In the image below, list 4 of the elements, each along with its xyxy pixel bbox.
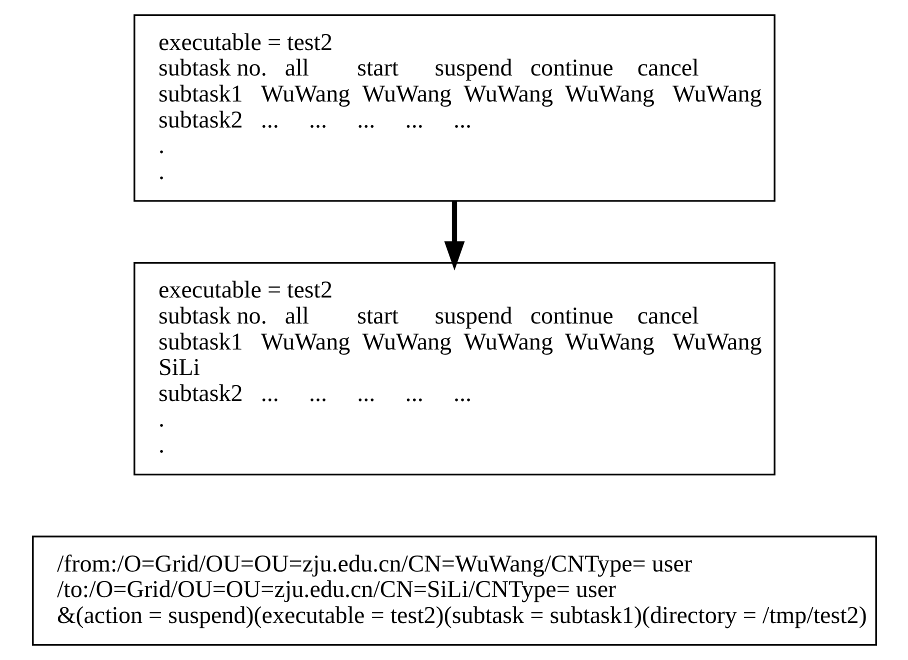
node-box: executable = test2 subtask no. all start suspend continue cancel subtask1 WuWang WuWang WuWang WuWang WuWang SiLi subtask2 ... ... ... ... ... . .: [133, 262, 775, 476]
node-box: /from:/O=Grid/OU=OU=zju.edu.cn/CN=WuWang/CNType= user /to:/O=Grid/OU=OU=zju.edu.cn/CN=SiLi/CNType= user &(action = suspend)(executable = test2)(subtask = subtask1)(directory = /tmp/test2): [32, 536, 876, 646]
node-box: executable = test2 subtask no. all start suspend continue cancel subtask1 WuWang WuWang WuWang WuWang WuWang subtask2 ... ... ... ... ... . .: [133, 14, 775, 202]
arrow: [444, 201, 464, 271]
